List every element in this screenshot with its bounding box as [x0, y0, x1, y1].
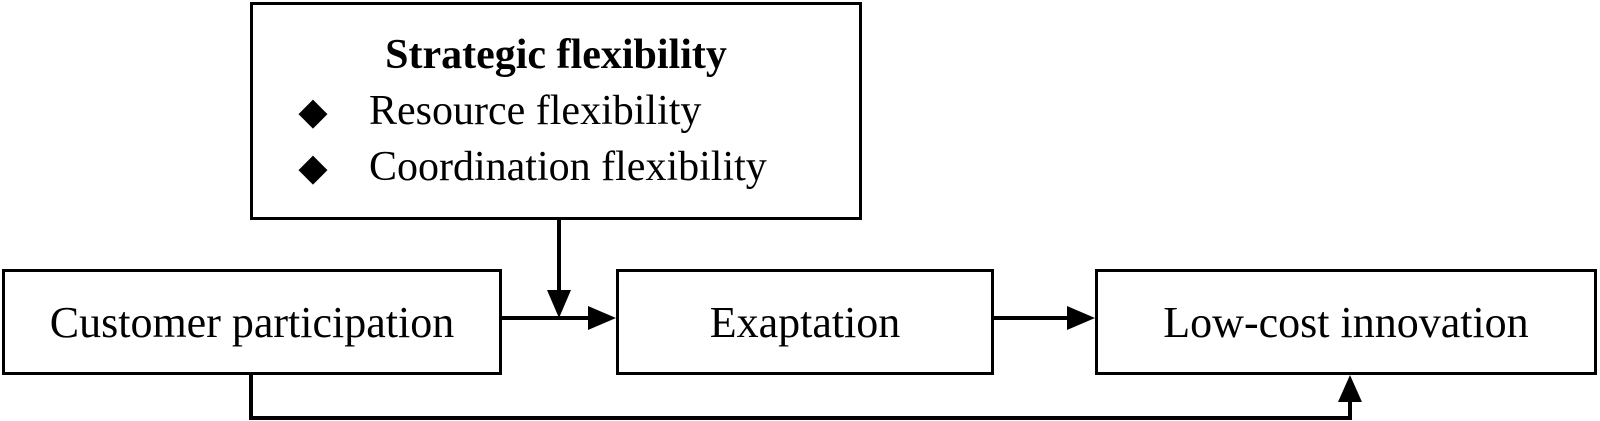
arrowhead-customer-to-exaptation [588, 306, 616, 330]
strategic-flexibility-title: Strategic flexibility [385, 32, 727, 78]
arrowhead-customer-to-lowcost [1338, 375, 1362, 402]
moderator-item-label: Coordination flexibility [369, 144, 767, 190]
diamond-bullet-icon: ◆ [298, 146, 328, 189]
arrow-customer-to-lowcost [249, 375, 1352, 420]
moderator-item-resource-flexibility: ◆ Resource flexibility [293, 87, 701, 135]
customer-participation-box: Customer participation [2, 269, 502, 375]
low-cost-innovation-label: Low-cost innovation [1163, 297, 1529, 347]
arrowhead-exaptation-to-lowcost [1067, 306, 1095, 330]
diamond-bullet-icon: ◆ [298, 90, 328, 133]
customer-participation-label: Customer participation [49, 297, 455, 347]
moderator-item-label: Resource flexibility [369, 88, 702, 134]
exaptation-label: Exaptation [709, 297, 901, 347]
exaptation-box: Exaptation [616, 269, 994, 375]
moderator-item-coordination-flexibility: ◆ Coordination flexibility [293, 143, 767, 191]
strategic-flexibility-box: Strategic flexibility ◆ Resource flexibi… [250, 2, 862, 220]
arrowhead-moderator-down [547, 290, 571, 318]
low-cost-innovation-box: Low-cost innovation [1095, 269, 1597, 375]
